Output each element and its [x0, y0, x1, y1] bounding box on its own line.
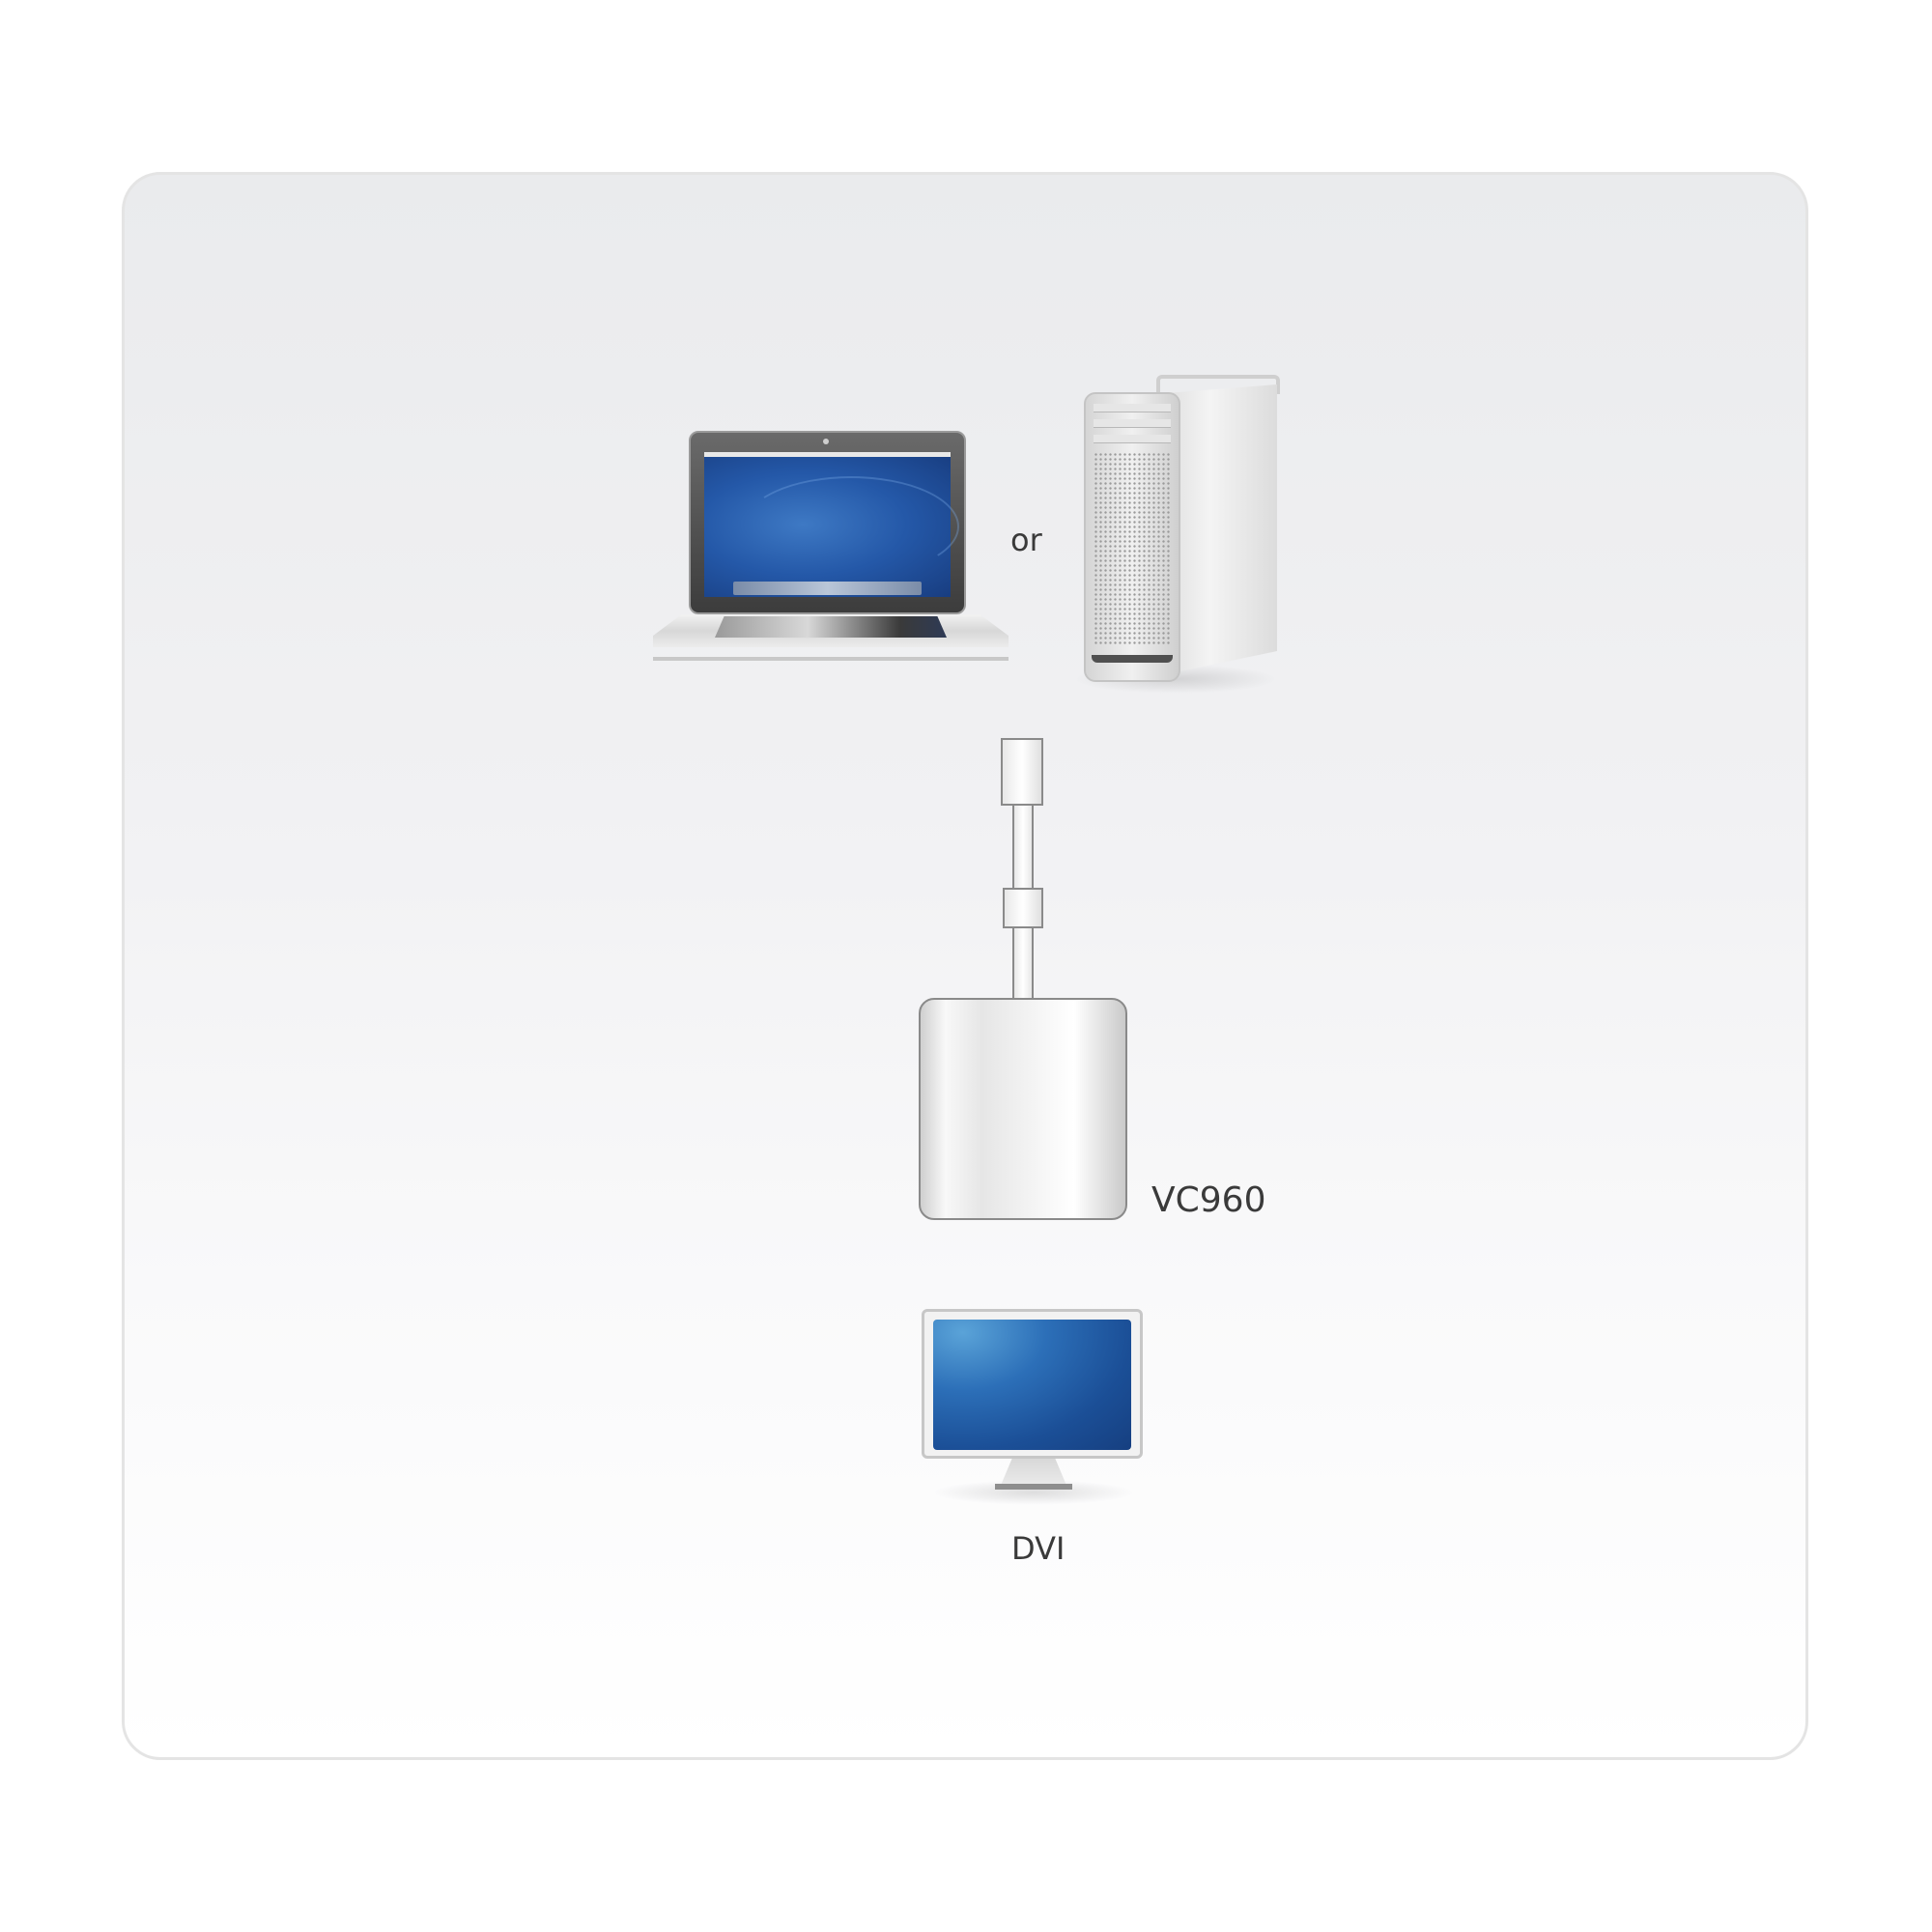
laptop-wallpaper-swirl: [743, 476, 959, 577]
laptop-keyboard: [715, 616, 947, 638]
connector-plug: [1001, 738, 1043, 806]
monitor-stand: [1000, 1459, 1067, 1488]
tower-drive-bay: [1094, 419, 1171, 428]
diagram-panel: [122, 172, 1808, 1760]
laptop-dock: [733, 582, 922, 595]
tower-side-panel: [1166, 384, 1277, 674]
tower-drive-bay: [1094, 435, 1171, 443]
laptop-camera: [823, 439, 829, 444]
tower-drive-bay: [1094, 404, 1171, 412]
cable-segment: [1012, 806, 1034, 888]
laptop-icon: [689, 431, 966, 614]
cable-ferrite-core: [1003, 888, 1043, 928]
laptop-screen: [704, 452, 959, 597]
dvi-monitor-icon: [922, 1309, 1143, 1459]
tower-front-panel: [1084, 392, 1180, 682]
cable-segment: [1012, 928, 1034, 999]
or-label: or: [1010, 522, 1042, 558]
desktop-tower-icon: [1074, 375, 1280, 694]
display-label: DVI: [1011, 1530, 1065, 1567]
tower-handle: [1156, 375, 1280, 394]
monitor-screen: [933, 1320, 1131, 1450]
tower-foot: [1092, 655, 1173, 663]
laptop-menubar: [704, 452, 951, 457]
monitor-foot: [995, 1484, 1072, 1490]
adapter-label: VC960: [1151, 1180, 1266, 1220]
vc960-adapter-icon: [919, 998, 1127, 1220]
tower-grill: [1094, 452, 1171, 645]
laptop-edge: [653, 657, 1009, 661]
